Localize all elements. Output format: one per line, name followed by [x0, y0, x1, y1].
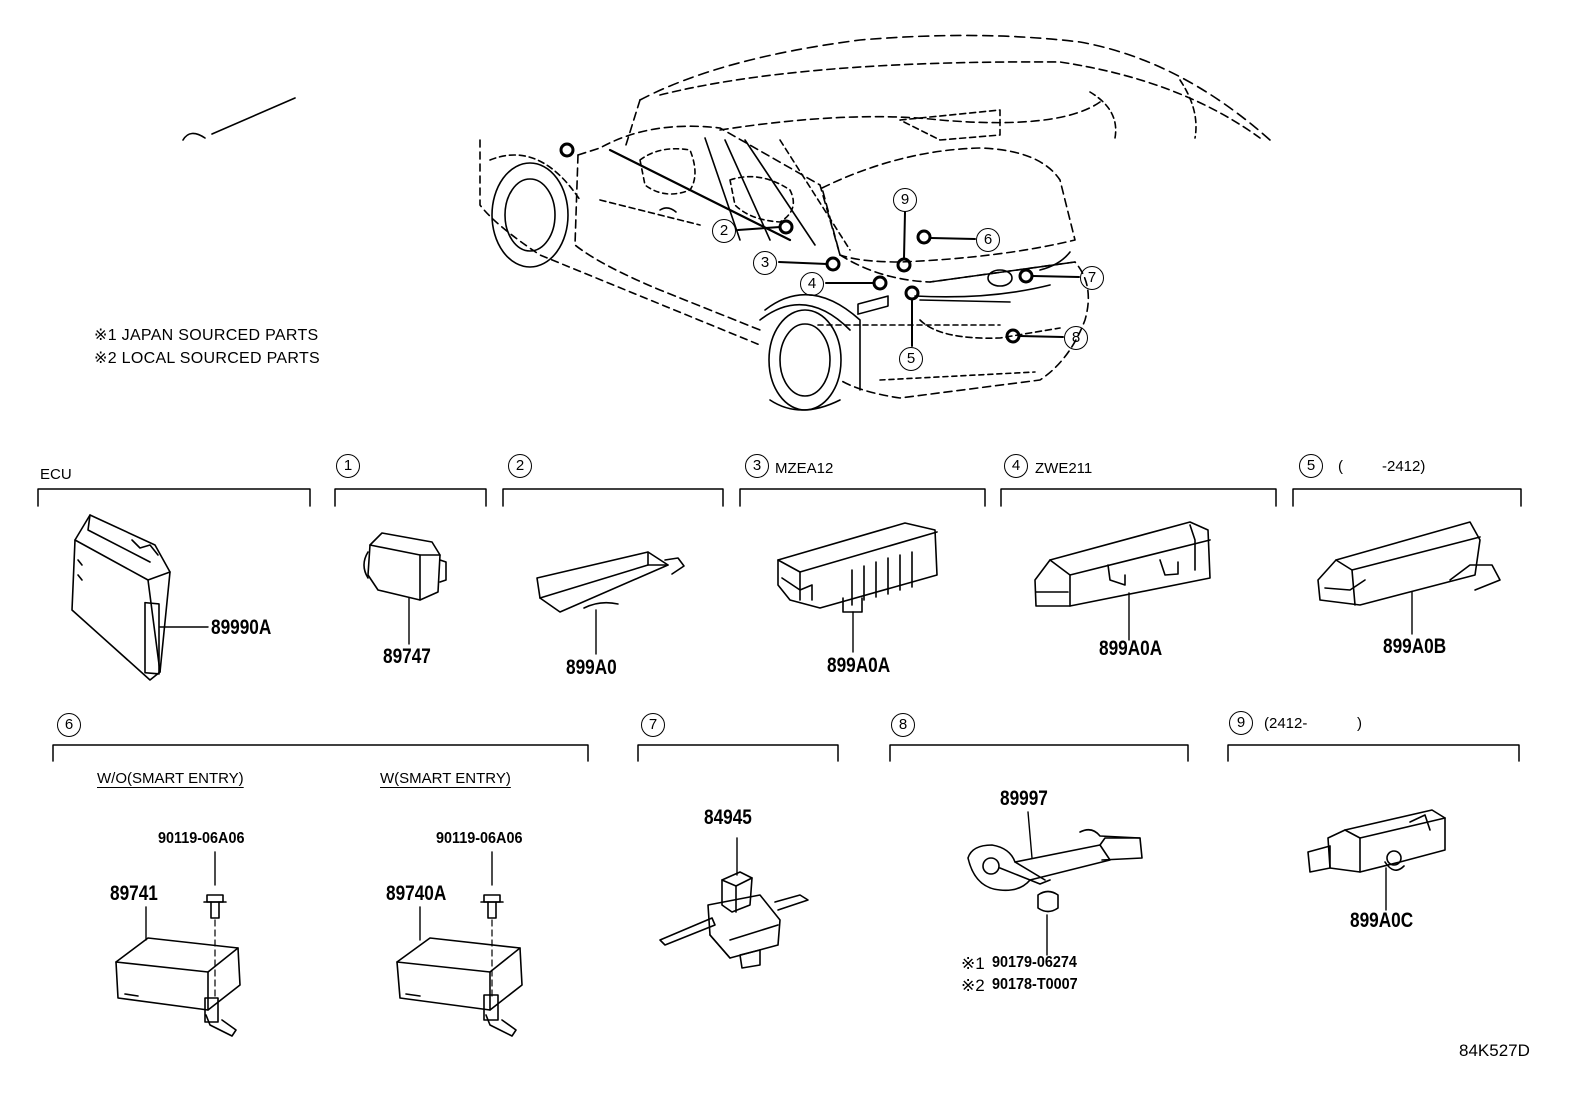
part-number-899A0A-zwe211[interactable]: 899A0A	[1099, 637, 1163, 660]
part-84945-drawing	[659, 837, 809, 969]
part-number-899A0B[interactable]: 899A0B	[1383, 635, 1447, 658]
part-number-899A0C[interactable]: 899A0C	[1350, 909, 1414, 932]
variant-with-smart-entry: W(SMART ENTRY)	[380, 770, 511, 787]
section-9-range-close: )	[1357, 715, 1362, 732]
section-2-number: 2	[508, 454, 532, 478]
callout-7: 7	[1080, 266, 1104, 290]
section-5-number: 5	[1299, 454, 1323, 478]
part-number-89990A[interactable]: 89990A	[211, 616, 272, 639]
variant-without-smart-entry: W/O(SMART ENTRY)	[97, 770, 244, 787]
part-899A0-drawing	[536, 551, 685, 655]
callout-4: 4	[800, 272, 824, 296]
ecu-drawing	[71, 514, 209, 681]
section-9-number: 9	[1229, 711, 1253, 735]
nut-1-mark: ※1	[961, 954, 985, 973]
vehicle-sensor-markers	[559, 142, 1080, 347]
vehicle-illustration	[182, 34, 1271, 411]
callout-2: 2	[712, 219, 736, 243]
part-89741-drawing	[115, 851, 241, 1037]
diagram-code: 84K527D	[1459, 1041, 1530, 1060]
nut-2-mark: ※2	[961, 976, 985, 995]
part-number-899A0A-mzea12[interactable]: 899A0A	[827, 654, 891, 677]
part-89747-drawing	[363, 532, 447, 645]
part-899A0A-zwe211-drawing	[1034, 521, 1211, 641]
section-1-number: 1	[336, 454, 360, 478]
callout-3: 3	[753, 251, 777, 275]
part-number-89740A[interactable]: 89740A	[386, 882, 447, 905]
callout-6: 6	[976, 228, 1000, 252]
section-5-range-open: (	[1338, 458, 1343, 475]
section-4-model: ZWE211	[1035, 460, 1093, 477]
callout-9: 9	[893, 188, 917, 212]
section-4-number: 4	[1004, 454, 1028, 478]
section-7-number: 7	[641, 713, 665, 737]
part-number-bolt-b[interactable]: 90119-06A06	[436, 830, 523, 847]
part-number-89997[interactable]: 89997	[1000, 787, 1048, 810]
part-number-89747[interactable]: 89747	[383, 645, 431, 668]
part-89997-drawing	[967, 811, 1143, 956]
note-local-sourced: ※2 LOCAL SOURCED PARTS	[94, 350, 320, 367]
part-899A0A-mzea12-drawing	[777, 295, 938, 653]
section-3-model: MZEA12	[775, 460, 834, 477]
sourcing-notes: ※1 JAPAN SOURCED PARTS ※2 LOCAL SOURCED …	[94, 328, 320, 374]
part-899A0C-drawing	[1307, 809, 1446, 911]
section-5-range: -2412)	[1382, 458, 1426, 475]
part-number-nut-japan[interactable]: 90179-06274	[992, 954, 1077, 971]
part-89740A-drawing	[396, 851, 523, 1037]
section-6-number: 6	[57, 713, 81, 737]
part-number-bolt-a[interactable]: 90119-06A06	[158, 830, 245, 847]
part-number-89741[interactable]: 89741	[110, 882, 158, 905]
section-8-number: 8	[891, 713, 915, 737]
part-number-84945[interactable]: 84945	[704, 806, 752, 829]
callout-5: 5	[899, 347, 923, 371]
part-number-nut-local[interactable]: 90178-T0007	[992, 976, 1078, 993]
section-brackets	[37, 488, 1522, 762]
section-3-number: 3	[745, 454, 769, 478]
note-japan-sourced: ※1 JAPAN SOURCED PARTS	[94, 327, 319, 344]
callout-8: 8	[1064, 326, 1088, 350]
section-9-range: (2412-	[1264, 715, 1308, 732]
part-number-899A0[interactable]: 899A0	[566, 656, 617, 679]
part-899A0B-drawing	[1317, 521, 1501, 635]
section-ecu-title: ECU	[40, 466, 72, 483]
